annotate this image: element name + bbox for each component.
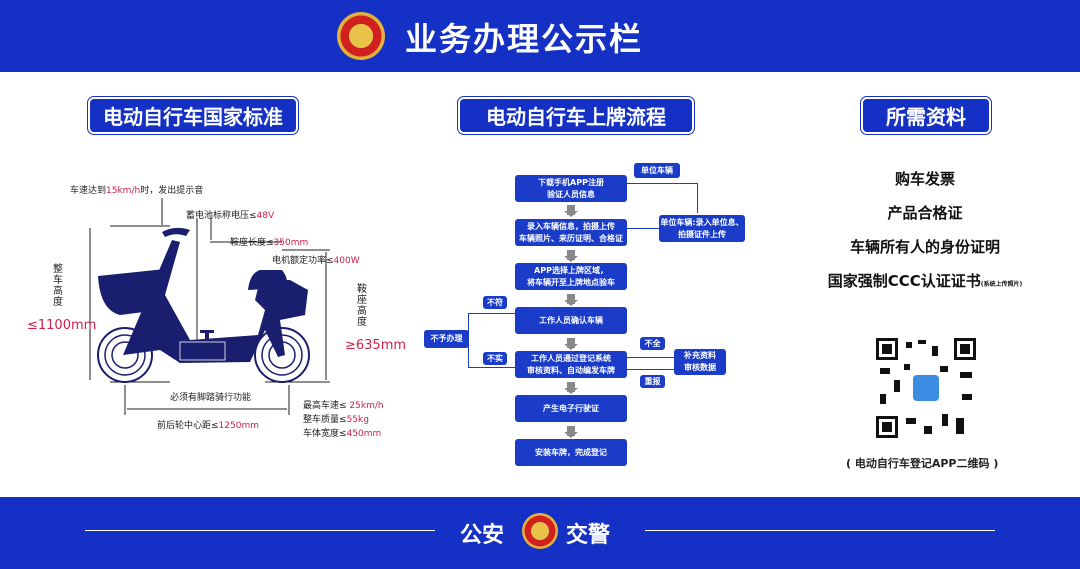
- weight-label: 整车质量≤55kg: [303, 415, 369, 425]
- false-info-label: 不实: [483, 352, 507, 365]
- motor-power-label: 电机额定功率≤400W: [272, 256, 360, 266]
- flow-step-7: 安装车牌，完成登记: [515, 439, 627, 466]
- app-qr-code[interactable]: [876, 338, 976, 438]
- seat-length-label: 鞍座长度≤350mm: [230, 238, 309, 248]
- section-title-standard: 电动自行车国家标准: [88, 97, 298, 134]
- wheelbase-label: 前后轮中心距≤1250mm: [157, 421, 259, 431]
- footer-police: 公安: [460, 523, 505, 548]
- flow-step-5: 工作人员通过登记系统审核资料、自动编发车牌: [515, 351, 627, 378]
- section-title-materials: 所需资料: [861, 97, 991, 134]
- incomplete-label: 不全: [640, 337, 665, 350]
- material-item: 产品合格证: [887, 204, 963, 222]
- footer-traffic-police: 交警: [566, 523, 611, 548]
- material-item: 车辆所有人的身份证明: [849, 238, 1000, 256]
- material-item: 购车发票: [894, 170, 955, 188]
- section-title-process: 电动自行车上牌流程: [458, 97, 694, 134]
- page-title: 业务办理公示栏: [405, 20, 644, 58]
- pedal-label: 必须有脚踏骑行功能: [170, 393, 252, 403]
- ebike-diagram: [89, 198, 330, 415]
- seat-height-value: ≥635mm: [345, 338, 407, 353]
- flow-step-3: APP选择上牌区域，将车辆开至上牌地点验车: [515, 263, 627, 290]
- total-height-value: ≤1100mm: [27, 318, 97, 333]
- flow-step-6: 产生电子行驶证: [515, 395, 627, 422]
- width-label: 车体宽度≤450mm: [303, 429, 382, 439]
- unit-vehicle-label: 单位车辆: [634, 163, 680, 178]
- unit-vehicle-box: 单位车辆:录入单位息、拍摄证件上传: [659, 215, 745, 242]
- mismatch-label: 不符: [483, 296, 507, 309]
- seat-height-label: 鞍座高度: [357, 284, 367, 328]
- max-speed-label: 最高车速≤ 25km/h: [303, 401, 384, 411]
- material-item: 国家强制CCC认证证书(系统上传照片): [827, 272, 1023, 290]
- resubmit-label: 重报: [640, 375, 665, 388]
- footer-band: 公安 交警: [0, 497, 1080, 569]
- flow-step-4: 工作人员确认车辆: [515, 307, 627, 334]
- total-height-label: 整车高度: [53, 264, 63, 308]
- supplement-box: 补充资料审核数据: [674, 349, 726, 375]
- battery-voltage-label: 蓄电池标称电压≤48V: [186, 211, 275, 221]
- flow-step-2: 录入车辆信息，拍摄上传车辆照片、来历证明、合格证: [515, 219, 627, 246]
- header-band: 业务办理公示栏: [0, 0, 1080, 72]
- flow-step-1: 下载手机APP注册验证人员信息: [515, 175, 627, 202]
- police-emblem-icon: [522, 513, 558, 549]
- reject-box: 不予办理: [424, 330, 469, 348]
- speed-alert-label: 车速达到15km/h时，发出提示音: [70, 186, 204, 196]
- qr-caption: ( 电动自行车登记APP二维码 ): [846, 457, 999, 470]
- police-emblem-icon: [337, 12, 385, 60]
